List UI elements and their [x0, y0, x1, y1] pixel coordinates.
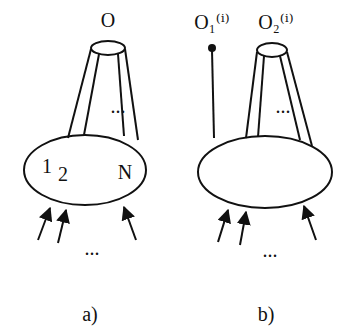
ellipsis: ... — [111, 96, 126, 116]
incoming-arrow — [58, 210, 66, 243]
ellipsis: ... — [263, 240, 278, 260]
cone-line — [258, 56, 264, 137]
operator-vertex — [257, 43, 287, 57]
cone-line — [68, 49, 91, 138]
ellipsis: ... — [276, 96, 291, 116]
incoming-arrow — [240, 212, 246, 245]
panel-label: a) — [82, 304, 98, 324]
operator-label: O₁⁽ⁱ⁾ — [194, 12, 229, 32]
blob-node: 12 N — [23, 134, 147, 206]
cone-line — [125, 49, 138, 140]
operator-label: O₂⁽ⁱ⁾ — [258, 12, 293, 32]
cone-line — [84, 54, 99, 135]
operator-leg — [212, 50, 214, 138]
incoming-arrow — [304, 206, 316, 240]
ellipsis: ... — [85, 238, 100, 258]
leg-number: N — [118, 162, 132, 182]
operator-label: O — [101, 10, 115, 30]
leg-number: 1 — [42, 156, 52, 176]
operator-dot — [208, 44, 216, 52]
incoming-arrow — [218, 210, 228, 242]
cone-line — [246, 52, 257, 138]
incoming-arrow — [38, 208, 50, 240]
cone-line — [118, 54, 124, 136]
panel-label: b) — [258, 304, 275, 324]
leg-number: 2 — [58, 164, 68, 184]
incoming-arrow — [124, 207, 136, 240]
blob — [198, 136, 332, 208]
operator-vertex — [91, 41, 125, 55]
